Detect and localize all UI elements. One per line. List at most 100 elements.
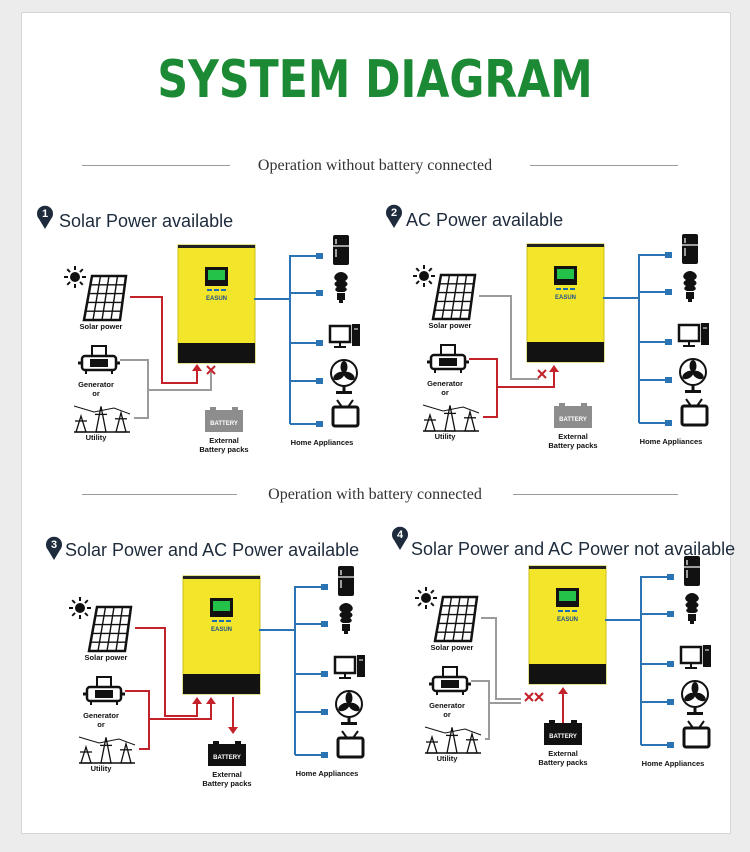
appliances-label: Home Appliances: [290, 438, 354, 447]
appliances-label: Home Appliances: [641, 759, 705, 768]
plug-icon: [667, 661, 674, 667]
utility-label: Utility: [90, 764, 112, 773]
svg-text:3: 3: [51, 539, 57, 551]
plug-icon: [316, 340, 323, 346]
inverter-brand-logo: EASUN: [211, 627, 232, 633]
plug-icon: [316, 378, 323, 384]
utility-label: Utility: [85, 433, 107, 442]
solar-panel-icon: [433, 595, 479, 643]
arrow-up-icon: [206, 697, 216, 704]
section-heading-without-battery: Operation without battery connected: [257, 157, 493, 174]
generator-icon: [78, 345, 120, 374]
tv-icon: [331, 399, 360, 428]
divider-line: [82, 494, 237, 495]
battery-label-line1: External: [209, 436, 239, 445]
sun-icon: [64, 266, 86, 288]
inverter-brand-logo: EASUN: [555, 295, 576, 301]
ac-line: [134, 372, 212, 419]
number-badge-icon: 4: [391, 526, 408, 550]
fridge-icon: [333, 235, 349, 265]
generator-icon: [429, 666, 471, 695]
ac-line: [471, 680, 490, 740]
computer-icon: [333, 655, 365, 679]
page-title: SYSTEM DIAGRAM: [157, 50, 593, 110]
utility-tower-icon: [422, 404, 480, 432]
bulb-icon: [685, 593, 699, 624]
inverter-icon: EASUN: [177, 244, 256, 364]
sun-icon: [415, 587, 437, 609]
battery-label-line1: External: [548, 749, 578, 758]
solar-label: Solar power: [79, 322, 123, 331]
plug-icon: [316, 253, 323, 259]
plug-icon: [665, 252, 672, 258]
sun-icon: [413, 265, 435, 287]
inverter-icon: EASUN: [526, 243, 605, 363]
plug-icon: [667, 699, 674, 705]
svg-text:4: 4: [397, 529, 404, 541]
arrow-up-icon: [558, 687, 568, 694]
fan-icon: [679, 358, 707, 393]
battery-label-line2: Battery packs: [548, 441, 598, 450]
cross-icon: [534, 692, 544, 702]
tv-icon: [336, 730, 365, 759]
ac-line: [497, 371, 555, 388]
plug-icon: [321, 752, 328, 758]
tv-icon: [680, 398, 709, 427]
number-badge-icon: 1: [37, 205, 53, 229]
computer-icon: [328, 324, 360, 348]
ac-line: [149, 703, 212, 720]
or-label: or: [92, 389, 100, 398]
panel-title: Solar Power available: [59, 211, 234, 231]
utility-label: Utility: [436, 754, 458, 763]
or-label: or: [97, 720, 105, 729]
inverter-icon: EASUN: [182, 575, 261, 695]
diagram-card: [21, 12, 731, 834]
battery-icon: BATTERY: [208, 741, 246, 766]
solar-panel-icon: [82, 274, 128, 322]
divider-line: [530, 165, 678, 166]
solar-line: [135, 627, 198, 717]
plug-icon: [321, 709, 328, 715]
panel-title: AC Power available: [406, 210, 564, 230]
number-badge-icon: 3: [45, 536, 62, 560]
fridge-icon: [682, 234, 698, 264]
sun-icon: [69, 597, 91, 619]
cross-icon: [524, 692, 534, 702]
battery-badge-text: BATTERY: [549, 734, 577, 740]
plug-icon: [321, 584, 328, 590]
utility-tower-icon: [424, 726, 482, 754]
battery-label-line2: Battery packs: [202, 779, 252, 788]
bulb-icon: [334, 272, 348, 303]
utility-tower-icon: [73, 405, 131, 433]
section-heading-with-battery: Operation with battery connected: [268, 486, 482, 503]
solar-label: Solar power: [430, 643, 474, 652]
inverter-brand-logo: EASUN: [206, 296, 227, 302]
solar-label: Solar power: [84, 653, 128, 662]
svg-text:1: 1: [42, 208, 48, 220]
generator-label: Generator: [78, 380, 114, 389]
battery-badge-text: BATTERY: [559, 417, 587, 423]
battery-label-line2: Battery packs: [199, 445, 249, 454]
computer-icon: [679, 645, 711, 669]
generator-label: Generator: [429, 701, 465, 710]
fan-icon: [681, 680, 709, 715]
panel-3: EASUN BATTERY: [69, 566, 365, 766]
plug-icon: [667, 574, 674, 580]
fan-icon: [335, 690, 363, 725]
plug-icon: [665, 377, 672, 383]
battery-badge-text: BATTERY: [213, 755, 241, 761]
plug-icon: [665, 289, 672, 295]
solar-line: [130, 296, 198, 384]
panel-2: EASUN BATTERY: [413, 234, 709, 432]
plug-icon: [667, 742, 674, 748]
tv-icon: [682, 720, 711, 749]
utility-label: Utility: [434, 432, 456, 441]
cross-icon: [537, 369, 547, 379]
generator-icon: [427, 344, 469, 373]
plug-icon: [321, 621, 328, 627]
or-label: or: [443, 710, 451, 719]
panel-title: Solar Power and AC Power available: [65, 540, 360, 560]
